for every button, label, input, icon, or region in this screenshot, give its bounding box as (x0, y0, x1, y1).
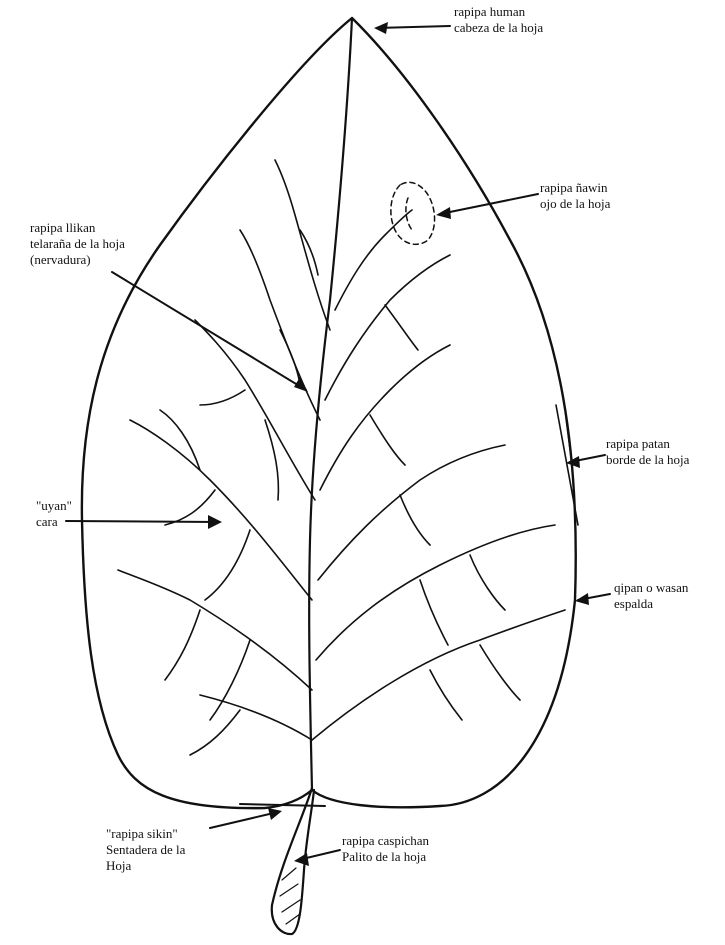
label-veins-line3: (nervadura) (30, 252, 125, 268)
label-seat-line2: Sentadera de la (106, 842, 185, 858)
label-eye: rapipa ñawin ojo de la hoja (540, 180, 610, 212)
label-back: qipan o wasan espalda (614, 580, 688, 612)
label-stalk-line1: rapipa caspichan (342, 833, 429, 849)
label-head: rapipa human cabeza de la hoja (454, 4, 543, 36)
eye-arrow (440, 194, 538, 214)
label-veins: rapipa llikan telaraña de la hoja (nerva… (30, 220, 125, 268)
label-seat-line1: "rapipa sikin" (106, 826, 185, 842)
veins-arrow (112, 272, 306, 390)
edge-bracket-line (566, 418, 572, 465)
midrib (309, 18, 352, 790)
label-back-line2: espalda (614, 596, 688, 612)
label-face: "uyan" cara (36, 498, 72, 530)
label-edge: rapipa patan borde de la hoja (606, 436, 689, 468)
label-veins-line1: rapipa llikan (30, 220, 125, 236)
label-eye-line1: rapipa ñawin (540, 180, 610, 196)
label-stalk-line2: Palito de la hoja (342, 849, 429, 865)
label-seat: "rapipa sikin" Sentadera de la Hoja (106, 826, 185, 874)
leaf-outline (82, 18, 576, 808)
label-face-line2: cara (36, 514, 72, 530)
leaf-eye-spot (391, 182, 435, 244)
face-arrow (66, 521, 218, 522)
label-edge-line1: rapipa patan (606, 436, 689, 452)
head-arrow (378, 26, 450, 28)
petiole-hatch (280, 868, 300, 924)
arrowheads (208, 22, 589, 866)
label-back-line1: qipan o wasan (614, 580, 688, 596)
seat-arrow (210, 812, 278, 828)
label-veins-line2: telaraña de la hoja (30, 236, 125, 252)
label-head-line2: cabeza de la hoja (454, 20, 543, 36)
label-face-line1: "uyan" (36, 498, 72, 514)
leader-lines (66, 26, 610, 860)
label-edge-line2: borde de la hoja (606, 452, 689, 468)
left-veins (118, 160, 330, 755)
right-veins (312, 210, 565, 740)
label-head-line1: rapipa human (454, 4, 543, 20)
label-stalk: rapipa caspichan Palito de la hoja (342, 833, 429, 865)
label-seat-line3: Hoja (106, 858, 185, 874)
label-eye-line2: ojo de la hoja (540, 196, 610, 212)
